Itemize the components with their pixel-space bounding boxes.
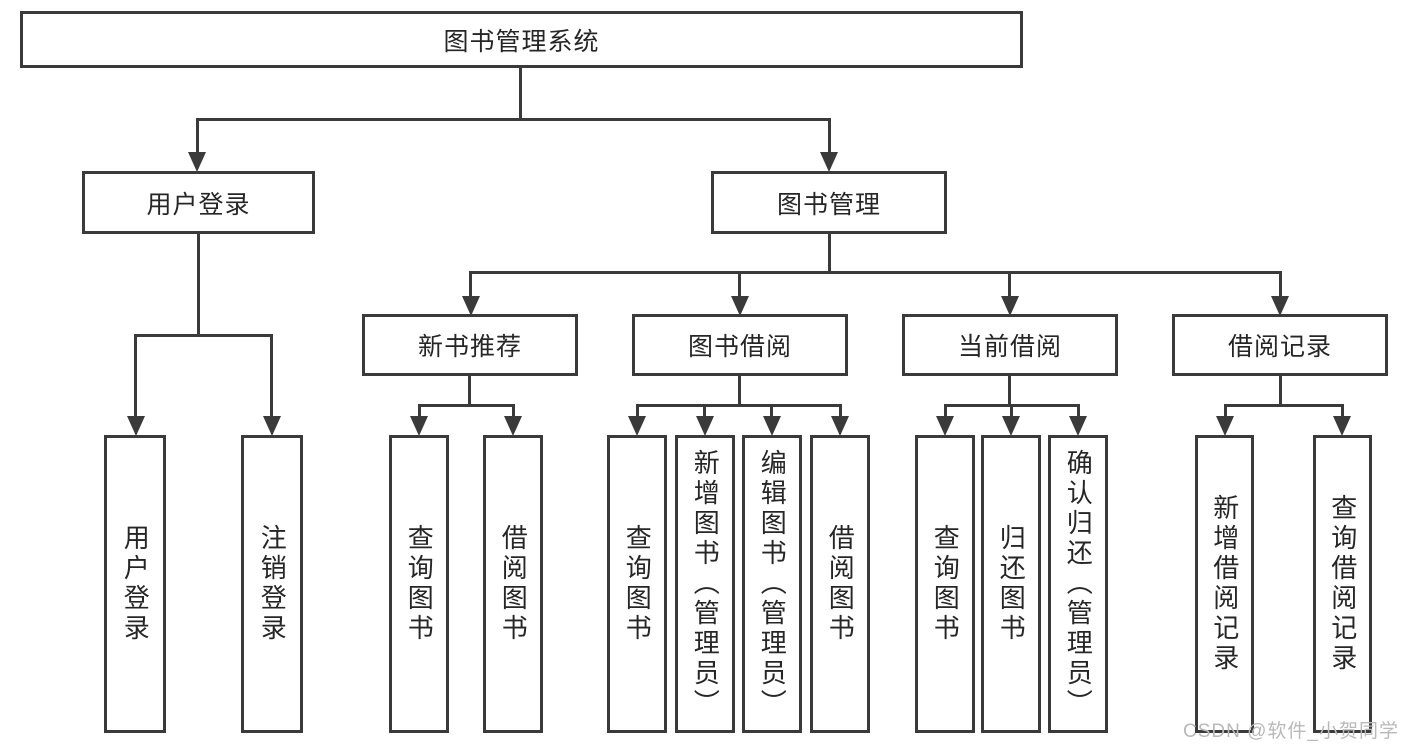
- connector-records-span: [1224, 404, 1344, 407]
- leaf-borrowing-query-book-label: 查询图书: [622, 524, 653, 644]
- arrow-down-icon: [831, 416, 849, 436]
- leaf-records-add-record: 新增借阅记录: [1195, 435, 1254, 733]
- node-book-borrowing-label: 图书借阅: [687, 333, 792, 361]
- leaf-borrowing-edit-book-admin-label: 编辑图书（管理员）: [757, 449, 788, 719]
- connector-records-trunk: [1279, 376, 1282, 407]
- connector-newbooks-trunk: [468, 376, 471, 407]
- connector-stem: [1077, 404, 1080, 418]
- arrow-down-icon: [1001, 296, 1019, 316]
- connector-stem: [1341, 404, 1344, 418]
- connector-stem: [1010, 404, 1013, 418]
- arrow-down-icon: [820, 152, 838, 172]
- connector-stem: [1224, 404, 1227, 418]
- node-user-login-label: 用户登录: [146, 190, 251, 219]
- arrow-down-icon: [763, 416, 781, 436]
- leaf-current-return-book-label: 归还图书: [996, 524, 1027, 644]
- connector-root-trunk: [519, 68, 522, 120]
- leaf-borrowing-borrow-book: 借阅图书: [810, 435, 870, 733]
- csdn-watermark: CSDN @软件_小贺同学: [1183, 721, 1399, 742]
- node-book-borrowing: 图书借阅: [632, 314, 848, 376]
- node-book-management-label: 图书管理: [776, 190, 881, 219]
- arrow-down-icon: [504, 416, 522, 436]
- leaf-current-query-book: 查询图书: [915, 435, 975, 733]
- arrow-down-icon: [1069, 416, 1087, 436]
- node-current-borrowing-label: 当前借阅: [957, 333, 1062, 361]
- connector-bookmgmt-span: [469, 271, 1282, 274]
- connector-userlogin-span: [134, 334, 273, 337]
- node-borrow-records: 借阅记录: [1172, 314, 1388, 376]
- arrow-down-icon: [1002, 416, 1020, 436]
- connector-stem: [418, 404, 421, 418]
- connector-newbooks-span: [418, 404, 515, 407]
- node-new-book-recommend-label: 新书推荐: [417, 333, 522, 361]
- leaf-user-login-label: 用户登录: [120, 524, 151, 644]
- leaf-records-query-record: 查询借阅记录: [1313, 435, 1372, 733]
- arrow-down-icon: [462, 296, 480, 316]
- arrow-down-icon: [1216, 416, 1234, 436]
- connector-stem: [828, 118, 831, 154]
- leaf-borrowing-edit-book-admin: 编辑图书（管理员）: [742, 435, 802, 733]
- connector-stem: [512, 404, 515, 418]
- leaf-newbooks-borrow-book: 借阅图书: [483, 435, 543, 733]
- leaf-current-confirm-return-admin: 确认归还（管理员）: [1048, 435, 1108, 733]
- leaf-newbooks-borrow-book-label: 借阅图书: [498, 524, 529, 644]
- connector-bookmgmt-trunk: [828, 234, 831, 274]
- node-user-login: 用户登录: [82, 171, 315, 234]
- leaf-current-return-book: 归还图书: [981, 435, 1041, 733]
- leaf-newbooks-query-book: 查询图书: [389, 435, 449, 733]
- leaf-records-add-record-label: 新增借阅记录: [1209, 494, 1240, 674]
- node-root-label: 图书管理系统: [443, 27, 600, 56]
- connector-stem: [944, 404, 947, 418]
- leaf-newbooks-query-book-label: 查询图书: [404, 524, 435, 644]
- connector-userlogin-trunk: [197, 234, 200, 337]
- leaf-logout: 注销登录: [241, 435, 303, 733]
- connector-stem: [270, 334, 273, 418]
- connector-stem: [1008, 271, 1011, 298]
- connector-stem: [703, 404, 706, 418]
- connector-current-trunk: [1008, 376, 1011, 407]
- arrow-down-icon: [127, 416, 145, 436]
- arrow-down-icon: [1333, 416, 1351, 436]
- node-book-management: 图书管理: [711, 171, 947, 234]
- leaf-current-query-book-label: 查询图书: [930, 524, 961, 644]
- leaf-borrowing-add-book-admin: 新增图书（管理员）: [675, 435, 735, 733]
- connector-stem: [134, 334, 137, 418]
- connector-borrowing-span: [636, 404, 842, 407]
- node-new-book-recommend: 新书推荐: [362, 314, 578, 376]
- leaf-logout-label: 注销登录: [257, 524, 288, 644]
- connector-stem: [770, 404, 773, 418]
- arrow-down-icon: [188, 152, 206, 172]
- connector-stem: [1279, 271, 1282, 298]
- connector-stem: [839, 404, 842, 418]
- leaf-borrowing-query-book: 查询图书: [607, 435, 667, 733]
- connector-root-span: [196, 118, 831, 121]
- connector-borrowing-trunk: [738, 376, 741, 407]
- leaf-borrowing-borrow-book-label: 借阅图书: [825, 524, 856, 644]
- arrow-down-icon: [936, 416, 954, 436]
- arrow-down-icon: [1271, 296, 1289, 316]
- connector-stem: [738, 271, 741, 298]
- leaf-records-query-record-label: 查询借阅记录: [1327, 494, 1358, 674]
- leaf-current-confirm-return-admin-label: 确认归还（管理员）: [1063, 449, 1094, 719]
- leaf-borrowing-add-book-admin-label: 新增图书（管理员）: [690, 449, 721, 719]
- connector-stem: [636, 404, 639, 418]
- arrow-down-icon: [263, 416, 281, 436]
- arrow-down-icon: [731, 296, 749, 316]
- arrow-down-icon: [410, 416, 428, 436]
- arrow-down-icon: [696, 416, 714, 436]
- node-borrow-records-label: 借阅记录: [1227, 333, 1332, 361]
- node-root: 图书管理系统: [20, 11, 1023, 68]
- connector-stem: [469, 271, 472, 298]
- connector-stem: [196, 118, 199, 154]
- node-current-borrowing: 当前借阅: [902, 314, 1118, 376]
- arrow-down-icon: [628, 416, 646, 436]
- leaf-user-login: 用户登录: [104, 435, 166, 733]
